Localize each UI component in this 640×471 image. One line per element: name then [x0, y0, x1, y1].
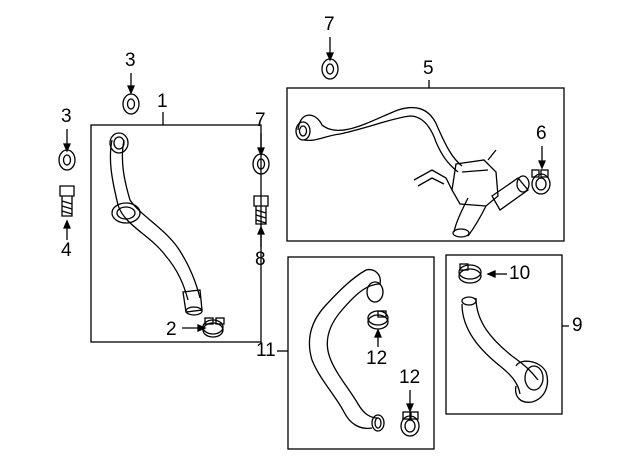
callout-5: 5 [423, 58, 434, 79]
callout-6: 6 [536, 123, 547, 144]
coolant-hose-11 [308, 268, 385, 432]
callout-10: 10 [509, 263, 531, 284]
coolant-hose-9 [461, 296, 549, 403]
box-part-9 [445, 254, 563, 415]
callout-4: 4 [61, 240, 72, 261]
callout-3: 3 [125, 50, 136, 71]
callout-7: 7 [255, 110, 266, 131]
box-part-5 [286, 87, 565, 242]
washer-icon [58, 58, 339, 175]
callout-7: 7 [324, 14, 335, 35]
box-part-1 [90, 124, 262, 343]
box-part-11 [287, 256, 435, 450]
callout-2: 2 [166, 319, 177, 340]
hose-clamp-icon [458, 263, 482, 284]
hose-clamp-icon [367, 310, 420, 437]
callout-3: 3 [61, 106, 72, 127]
callout-12: 12 [366, 348, 388, 369]
hose-clamp-icon [202, 317, 225, 338]
callout-9: 9 [572, 315, 583, 336]
hose-clamp-icon [531, 169, 551, 195]
callout-8: 8 [255, 249, 266, 270]
callout-11: 11 [256, 340, 276, 361]
callout-1: 1 [157, 91, 168, 112]
coolant-pipe-1 [109, 132, 203, 316]
coolant-pipe-assembly-5 [295, 106, 530, 238]
callout-12: 12 [399, 367, 421, 388]
bolt-icon [59, 185, 269, 225]
